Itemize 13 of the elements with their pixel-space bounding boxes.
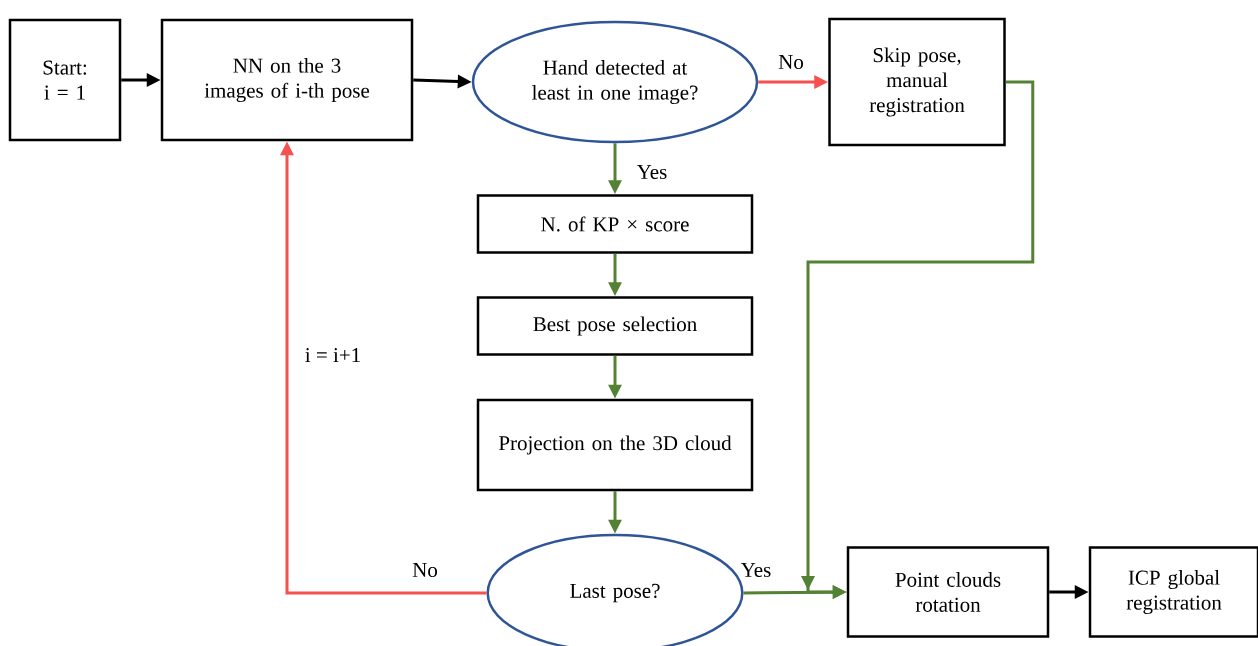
process-box: Skip pose, manual registration bbox=[828, 17, 1006, 147]
edge-label: No bbox=[411, 562, 439, 578]
process-box: ICP global registration bbox=[1088, 546, 1258, 638]
process-box: N. of KP × score bbox=[476, 194, 754, 254]
process-box: Point clouds rotation bbox=[846, 546, 1050, 638]
edge-label: Yes bbox=[635, 164, 669, 180]
process-box: Best pose selection bbox=[476, 296, 754, 356]
loop-label: i = i+1 bbox=[303, 347, 363, 363]
process-box: Start: i = 1 bbox=[8, 18, 122, 142]
process-box: NN on the 3 images of i-th pose bbox=[160, 18, 414, 142]
edge-label: No bbox=[777, 54, 805, 70]
arrow bbox=[801, 80, 1035, 599]
process-box: Projection on the 3D cloud bbox=[476, 398, 754, 492]
